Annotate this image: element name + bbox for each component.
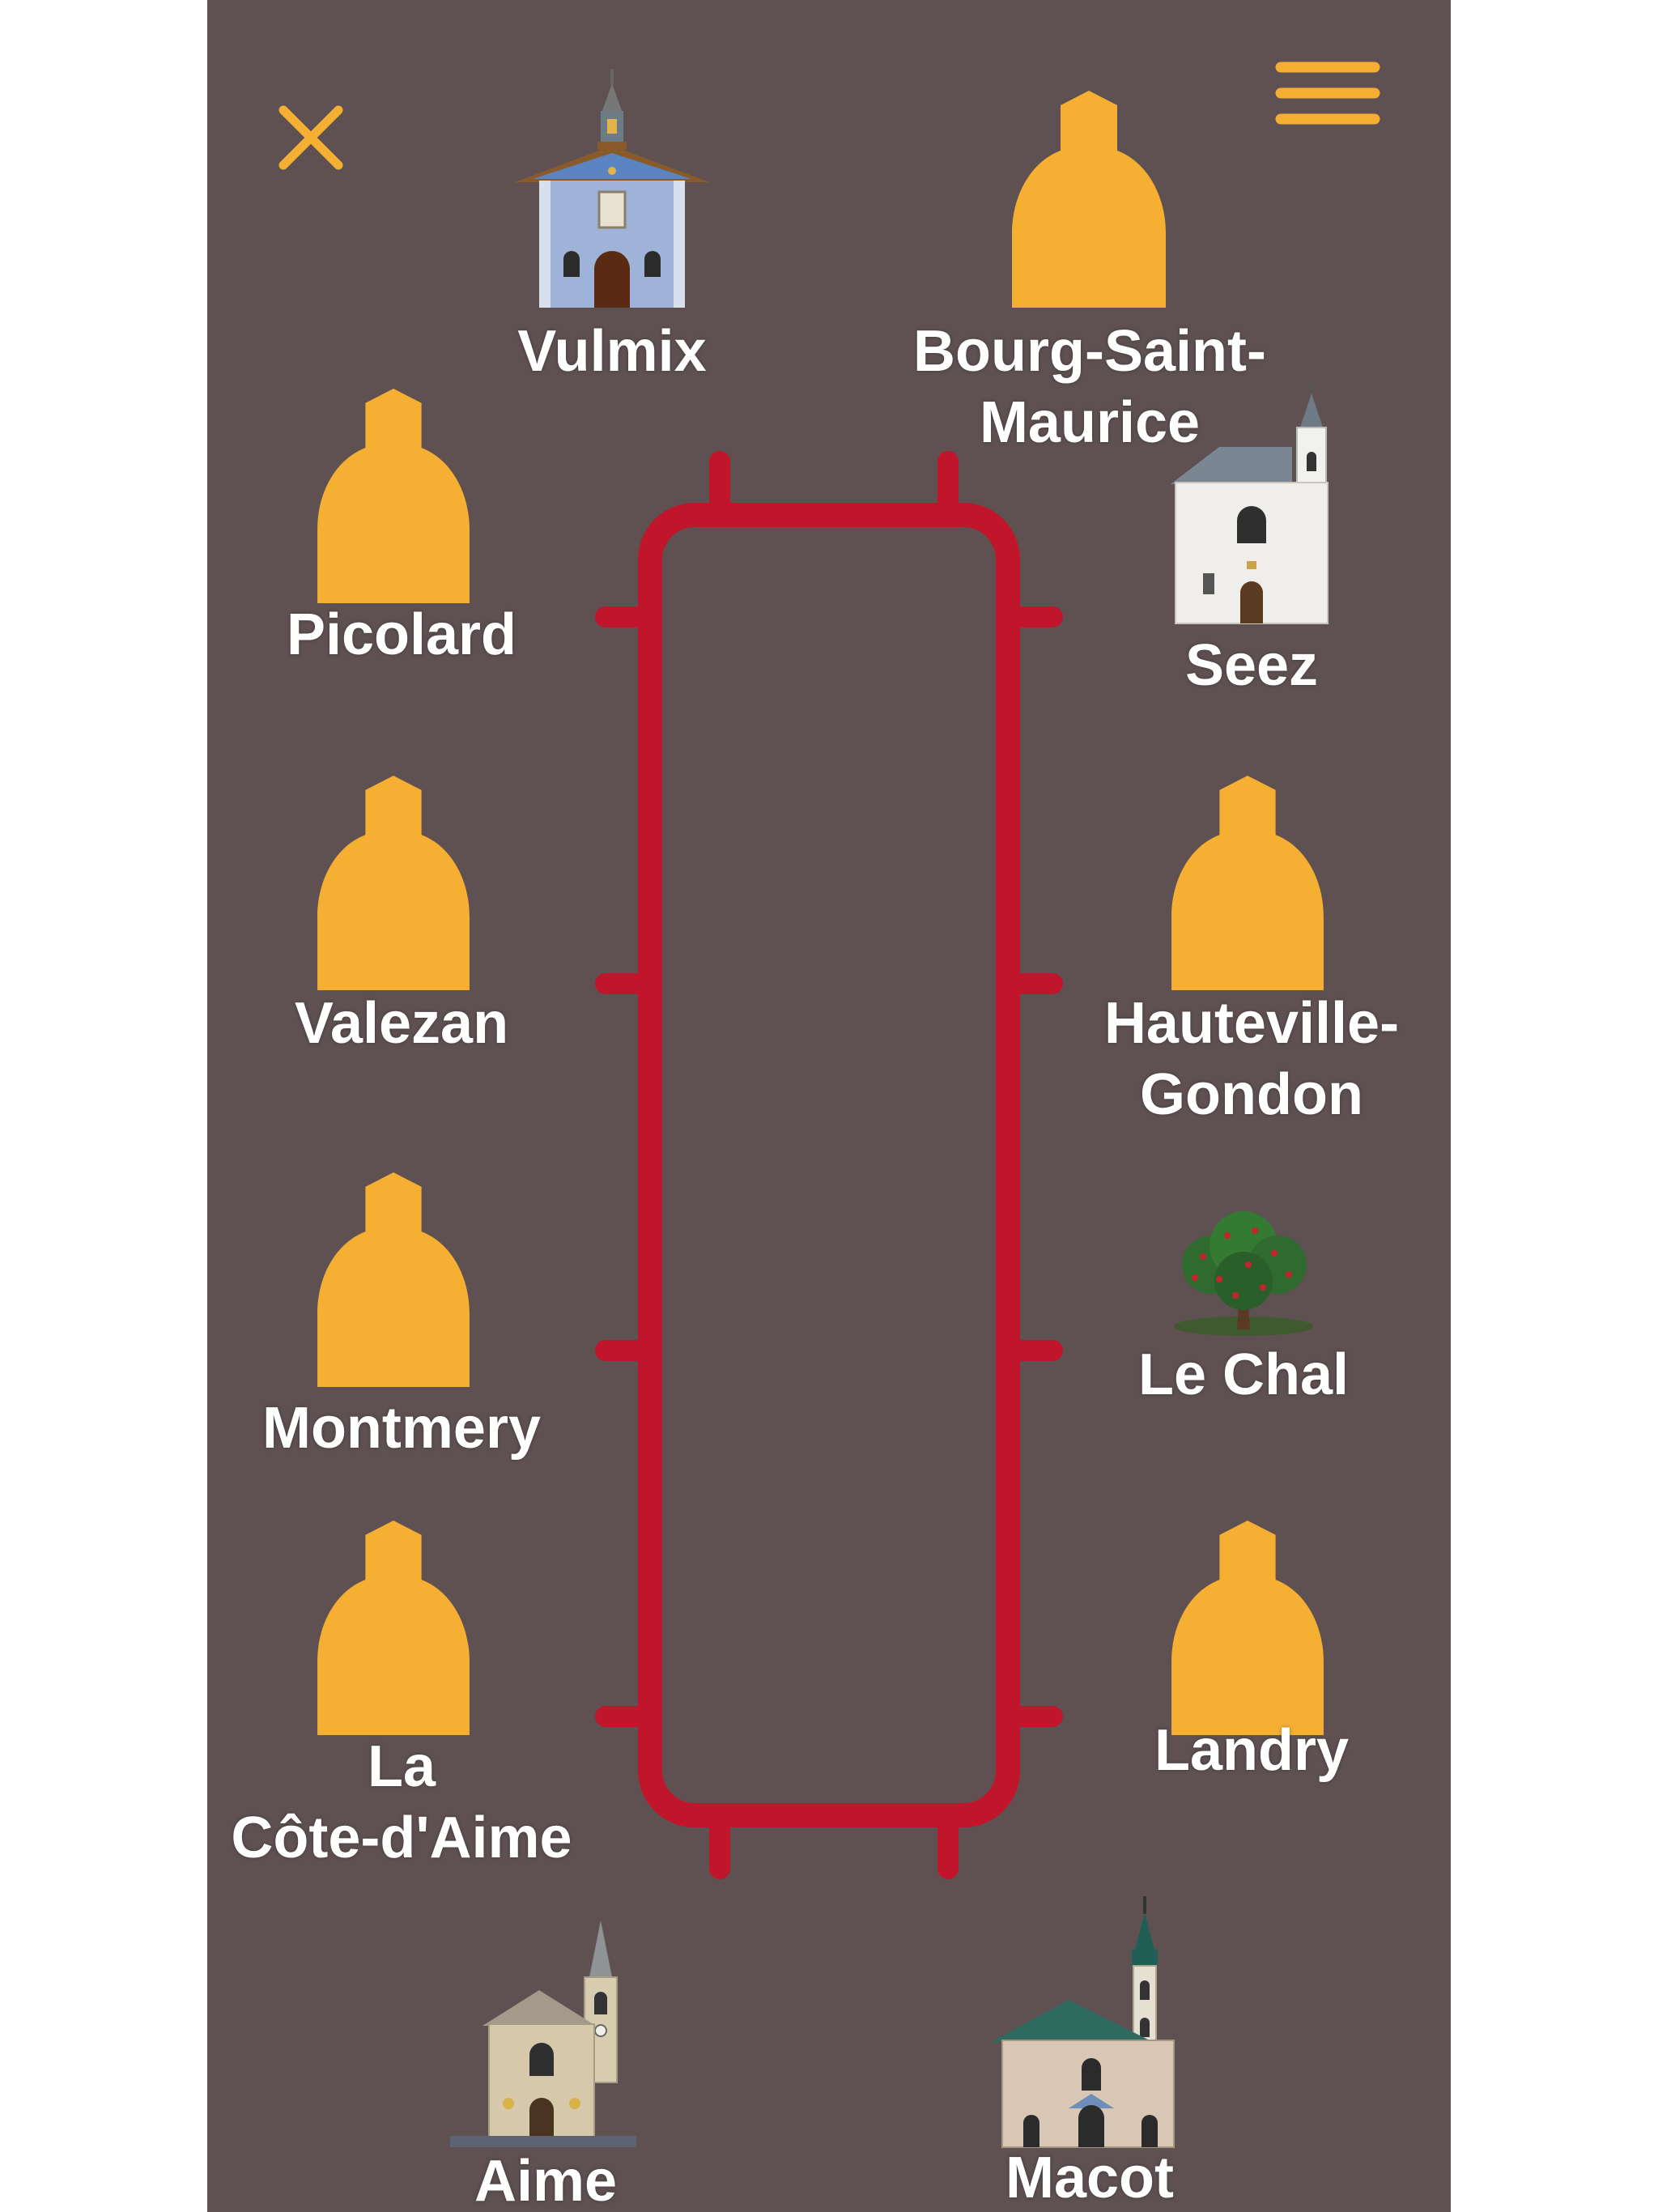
village-label-hauteville-gondon: Hauteville- Gondon [1073,988,1430,1130]
bell-placeholder-icon [317,1172,470,1387]
close-icon [278,105,343,170]
village-label-line: Maurice [979,390,1201,455]
village-label-seez: Seez [1184,633,1319,698]
village-label-macot: Macot [1005,2146,1175,2210]
tree-illustration-icon [1174,1211,1313,1336]
track-diagram [595,451,1063,1879]
church-illustration-icon [991,1896,1175,2148]
village-label-bourg-saint-maurice: Bourg-Saint- Maurice [895,316,1284,458]
village-label-vulmix: Vulmix [517,319,707,384]
village-label-la-cote-daime: La Côte-d'Aime [223,1731,580,1874]
bell-placeholder-icon [317,389,470,603]
bell-placeholder-icon [1171,1521,1324,1735]
bell-placeholder-icon [1171,776,1324,990]
village-label-line: Hauteville- [1103,991,1400,1056]
bell-placeholder-icon [317,776,470,990]
bell-placeholder-icon [317,1521,470,1735]
church-illustration-icon [450,1921,636,2147]
village-label-line: Gondon [1140,1062,1363,1127]
church-illustration-icon [1171,379,1329,624]
village-label-montmery: Montmery [261,1396,542,1461]
village-label-landry: Landry [1154,1718,1350,1783]
bell-placeholder-icon [1012,91,1166,308]
menu-button[interactable] [1273,57,1383,134]
close-button[interactable] [272,99,350,177]
village-label-line: Côte-d'Aime [231,1806,572,1870]
village-label-le-chal: Le Chal [1137,1342,1350,1407]
app-screen: Vulmix Bourg-Saint- Maurice Picolard [207,0,1451,2212]
village-label-valezan: Valezan [294,991,509,1056]
village-label-line: La [367,1734,436,1799]
village-label-aime: Aime [474,2149,618,2212]
hamburger-menu-icon [1275,62,1380,125]
village-label-line: Bourg-Saint- [913,319,1266,384]
chapel-illustration-icon [515,69,709,308]
village-label-picolard: Picolard [286,602,517,667]
